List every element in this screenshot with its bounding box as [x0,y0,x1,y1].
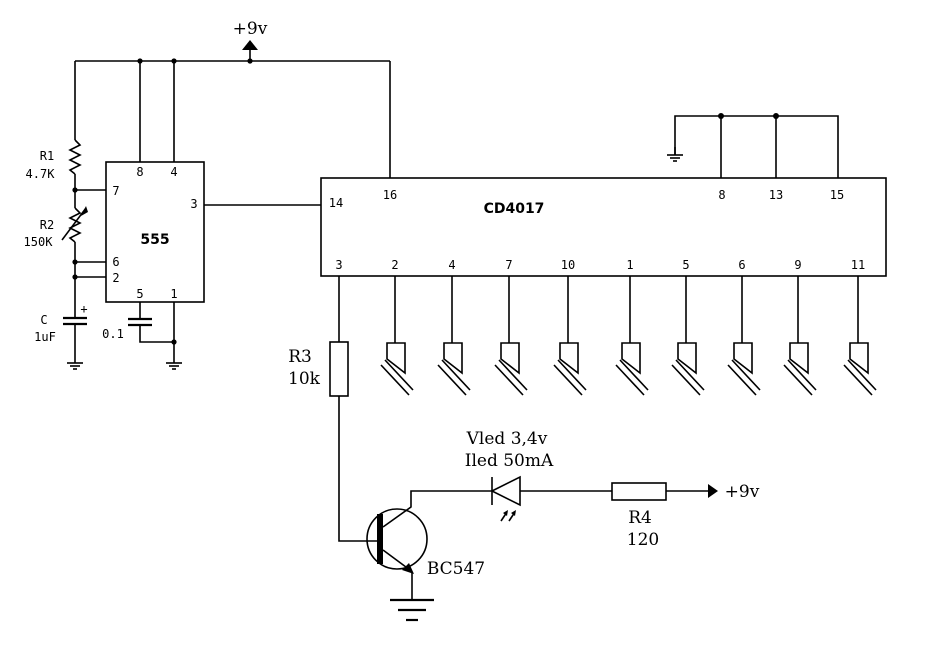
counter-pin-8: 8 [718,188,725,202]
counter-pin-15: 15 [830,188,844,202]
bc547-transistor [366,508,428,570]
timer-pin-2: 2 [112,271,119,285]
counter-output-pin: 7 [505,258,512,272]
counter-output-pin: 6 [738,258,745,272]
c2-value: 0.1 [102,327,124,341]
r3-resistor [329,341,349,397]
counter-cd4017: CD4017 14 16 8 13 15 3 2 4 7 10 1 5 6 9 … [320,61,887,277]
supply-label-right: +9v [725,482,760,502]
supply-label-top: +9v [233,19,268,39]
timer-555: 555 8 4 7 3 6 2 5 1 0.1 [102,61,321,370]
counter-pin-16: 16 [383,188,397,202]
r1-value: 4.7K [26,167,56,181]
timer-pin-3: 3 [190,197,197,211]
transistor-name: BC547 [427,559,485,579]
counter-output-pin: 3 [335,258,342,272]
counter-pin-13: 13 [769,188,783,202]
timing-network: R1 4.7K R2 150K C 1uF + [24,61,106,370]
led-iled: Iled 50mA [465,451,554,471]
led-vled: Vled 3,4v [466,429,548,449]
led-diode [490,475,521,507]
r3-value: 10k [288,369,321,389]
c-name: C [40,313,47,327]
timer-name: 555 [140,232,169,248]
driver-stage: R3 10k BC547 Vled 3,4v Iled 50mA +9v R4 … [288,276,760,622]
r4-value: 120 [627,530,659,550]
counter-output-pin: 9 [794,258,801,272]
r1-resistor [68,139,82,175]
timer-pin-5: 5 [136,287,143,301]
r2-value: 150K [24,235,54,249]
r2-potentiometer [68,207,82,243]
counter-pin-14: 14 [329,196,343,210]
counter-name: CD4017 [484,201,545,217]
r2-name: R2 [40,218,54,232]
counter-output-pin: 4 [448,258,455,272]
counter-output-pin: 10 [561,258,575,272]
r3-name: R3 [288,347,312,367]
counter-output-pin: 11 [851,258,865,272]
timer-pin-6: 6 [112,255,119,269]
c-polarity: + [80,302,87,316]
r1-name: R1 [40,149,54,163]
timer-pin-1: 1 [170,287,177,301]
output-leads [380,276,877,396]
counter-output-pin: 5 [682,258,689,272]
counter-output-pin: 2 [391,258,398,272]
r4-resistor [611,482,667,501]
c-value: 1uF [34,330,56,344]
timer-pin-7: 7 [112,184,119,198]
timer-pin-8: 8 [136,165,143,179]
timer-pin-4: 4 [170,165,177,179]
counter-output-pin: 1 [626,258,633,272]
r4-name: R4 [628,508,652,528]
supply-rail-top: +9v [75,19,390,64]
